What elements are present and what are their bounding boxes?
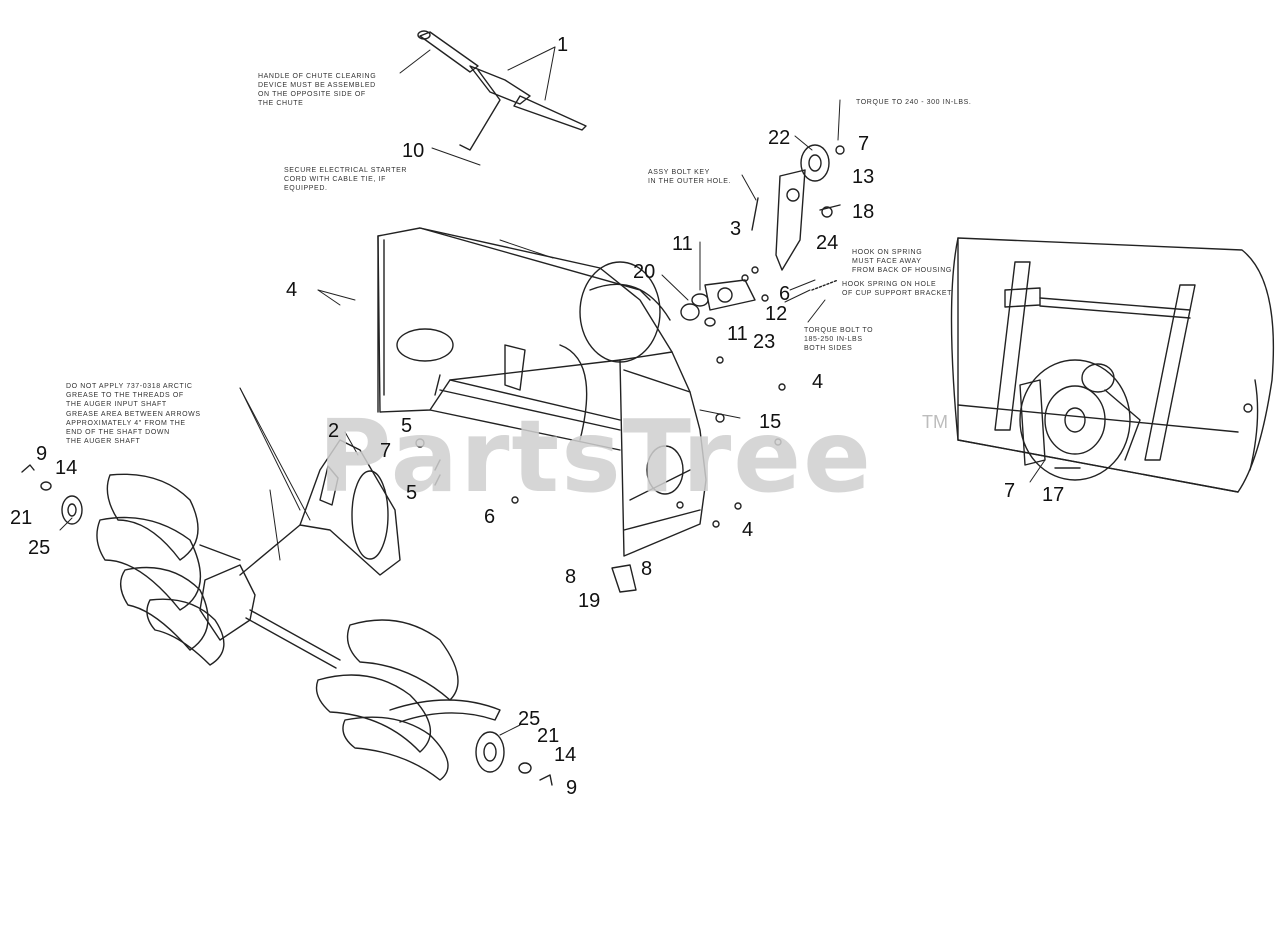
- part-label-6: 6: [779, 283, 791, 305]
- part-label-17: 17: [1042, 484, 1065, 506]
- part-label-6b: 6: [484, 506, 496, 528]
- part-label-8b: 8: [641, 558, 653, 580]
- part-label-8a: 8: [565, 566, 577, 588]
- part-label-18: 18: [852, 201, 875, 223]
- note-grease-1: DO NOT APPLY 737-0318 ARCTIC GREASE TO T…: [66, 383, 193, 408]
- part-label-1: 1: [557, 34, 569, 56]
- part-label-10: 10: [402, 140, 425, 162]
- part-label-9b: 9: [566, 777, 578, 799]
- part-label-25a: 25: [28, 537, 51, 559]
- note-hook-spring-2: HOOK SPRING ON HOLE OF CUP SUPPORT BRACK…: [842, 281, 953, 297]
- part-label-4b: 4: [812, 371, 824, 393]
- left-auger: [21, 464, 241, 666]
- auger-housing: [377, 227, 725, 557]
- part-label-23: 23: [753, 331, 776, 353]
- part-label-7c: 7: [1004, 480, 1016, 502]
- part-label-9a: 9: [36, 443, 48, 465]
- part-label-25b: 25: [518, 708, 541, 730]
- leader-lines: [59, 46, 1046, 736]
- part-label-14a: 14: [55, 457, 78, 479]
- watermark-trademark: TM: [922, 412, 948, 432]
- note-torque-pulley: TORQUE TO 240 - 300 IN-LBS.: [856, 99, 972, 106]
- note-chute-handle: HANDLE OF CHUTE CLEARING DEVICE MUST BE …: [258, 73, 377, 107]
- right-auger: [315, 619, 553, 786]
- part-label-13: 13: [852, 166, 875, 188]
- bearing-parts: [680, 144, 845, 446]
- part-label-11: 11: [672, 233, 693, 255]
- note-hook-spring-1: HOOK ON SPRING MUST FACE AWAY FROM BACK …: [852, 249, 952, 274]
- part-label-15: 15: [759, 411, 782, 433]
- note-starter-cord: SECURE ELECTRICAL STARTER CORD WITH CABL…: [284, 167, 408, 192]
- part-label-4a: 4: [286, 279, 298, 301]
- part-label-2: 2: [328, 420, 340, 442]
- part-label-21b: 21: [537, 725, 560, 747]
- note-torque-bolt: TORQUE BOLT TO 185-250 IN-LBS BOTH SIDES: [804, 327, 874, 352]
- part-label-19: 19: [578, 590, 601, 612]
- part-label-5a: 5: [401, 415, 413, 437]
- small-hardware: [415, 374, 742, 593]
- part-label-4c: 4: [742, 519, 754, 541]
- part-label-24: 24: [816, 232, 839, 254]
- part-label-3: 3: [730, 218, 742, 240]
- part-label-20: 20: [633, 261, 656, 283]
- part-label-22: 22: [768, 127, 791, 149]
- part-label-7: 7: [858, 133, 870, 155]
- note-grease-2: GREASE AREA BETWEEN ARROWS APPROXIMATELY…: [66, 411, 201, 445]
- chute-clearing-tool: [417, 30, 587, 151]
- part-label-5b: 5: [406, 482, 418, 504]
- assembled-view: [950, 237, 1275, 493]
- part-label-14b: 14: [554, 744, 577, 766]
- part-label-21a: 21: [10, 507, 33, 529]
- part-label-12: 12: [765, 303, 788, 325]
- part-label-11b: 11: [727, 323, 748, 345]
- watermark: PartsTree: [318, 398, 873, 515]
- note-bolt-outer: ASSY BOLT KEY IN THE OUTER HOLE.: [648, 169, 732, 185]
- part-label-7b: 7: [380, 440, 392, 462]
- gearbox-assembly: [199, 439, 401, 669]
